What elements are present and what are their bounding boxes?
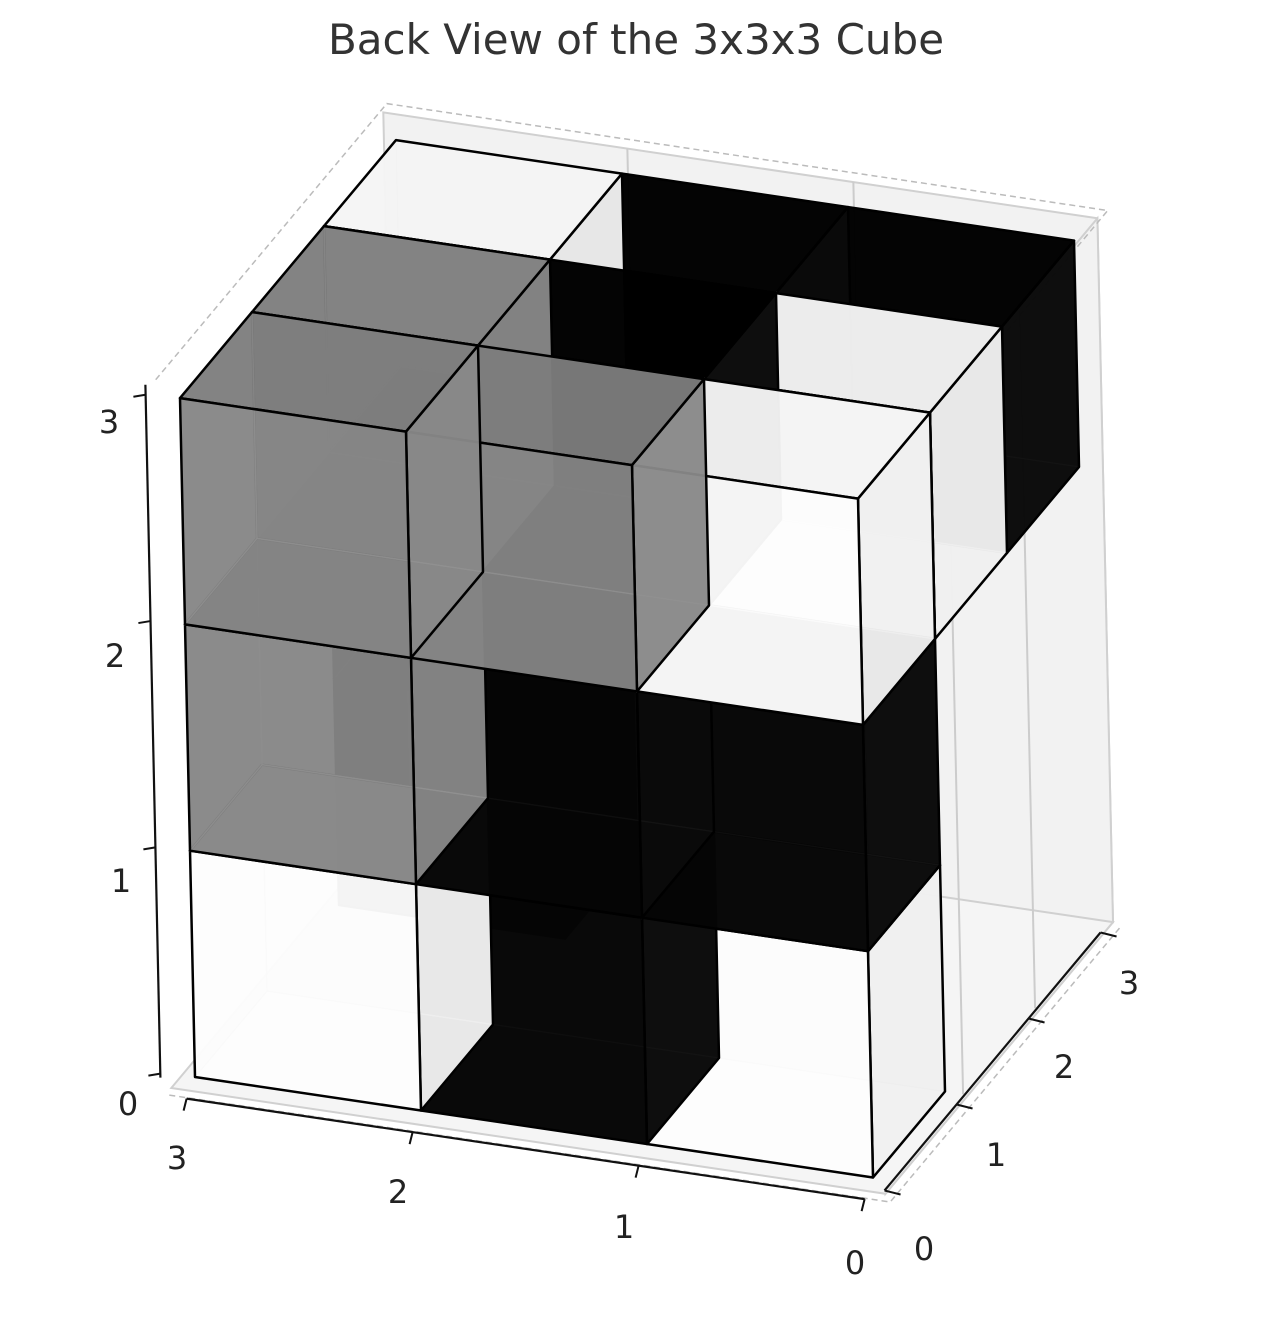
pane-top-dash (155, 102, 1110, 487)
y-tick (1100, 931, 1117, 938)
chart-title: Back View of the 3x3x3 Cube (328, 15, 944, 64)
voxel-front-face (188, 849, 423, 1112)
y-tick (884, 1189, 901, 1196)
voxel-layer (178, 138, 1081, 1179)
x-tick-label-0: 0 (845, 1244, 865, 1282)
x-tick (634, 1165, 640, 1178)
y-tick (1028, 1017, 1045, 1024)
x-tick-label-3: 3 (167, 1139, 187, 1177)
voxel-front-face (183, 623, 418, 886)
x-axis-line (186, 1097, 865, 1201)
x-tick (182, 1098, 188, 1111)
x-tick-label-2: 2 (388, 1173, 408, 1211)
z-axis-line (144, 384, 162, 1078)
y-tick-label-3: 3 (1119, 964, 1139, 1002)
z-tick (133, 393, 146, 398)
y-tick-label-0: 0 (914, 1230, 934, 1268)
z-tick-label-0: 0 (118, 1085, 138, 1123)
axis-ticks (133, 384, 1117, 1212)
z-tick (148, 1072, 161, 1077)
z-tick (138, 620, 151, 625)
y-axis-line (883, 931, 1102, 1192)
z-axis-tick-labels: 0 1 2 3 (99, 403, 138, 1123)
voxel-gray (178, 310, 485, 660)
z-tick-label-3: 3 (99, 403, 119, 441)
x-tick-label-1: 1 (614, 1208, 634, 1246)
y-axis-tick-labels: 0 1 2 3 (914, 964, 1139, 1268)
z-tick (143, 846, 156, 851)
z-tick-label-2: 2 (105, 637, 125, 675)
y-tick (956, 1103, 973, 1110)
x-axis-tick-labels: 3 2 1 0 (167, 1139, 865, 1282)
x-tick (408, 1131, 414, 1145)
z-tick-label-1: 1 (111, 862, 131, 900)
x-tick (860, 1198, 866, 1212)
voxel-front-face (178, 396, 413, 660)
y-tick-label-2: 2 (1054, 1048, 1074, 1086)
y-tick-label-1: 1 (986, 1136, 1006, 1174)
